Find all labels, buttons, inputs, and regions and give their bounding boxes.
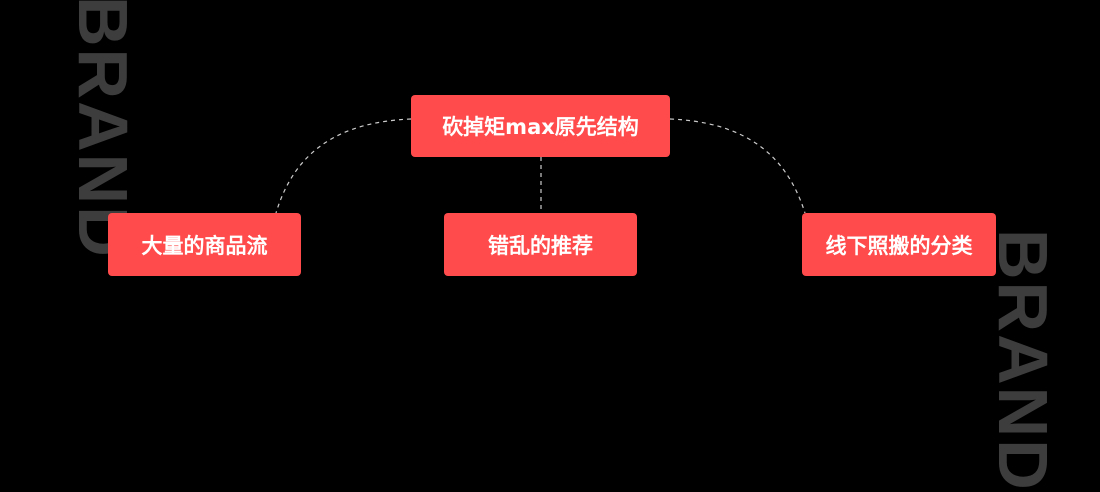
root-node-label: 砍掉矩max原先结构 xyxy=(442,115,639,139)
child-node-label: 线下照搬的分类 xyxy=(825,233,973,258)
child-node-middle[interactable]: 错乱的推荐 xyxy=(444,213,637,276)
link-root-to-left xyxy=(275,118,412,214)
root-node[interactable]: 砍掉矩max原先结构 xyxy=(411,95,670,157)
child-node-left[interactable]: 大量的商品流 xyxy=(108,213,301,276)
child-node-label: 错乱的推荐 xyxy=(488,233,593,258)
child-node-label: 大量的商品流 xyxy=(141,233,268,258)
child-node-right[interactable]: 线下照搬的分类 xyxy=(802,213,996,276)
connector-lines xyxy=(275,118,806,214)
link-root-to-right xyxy=(669,118,806,214)
